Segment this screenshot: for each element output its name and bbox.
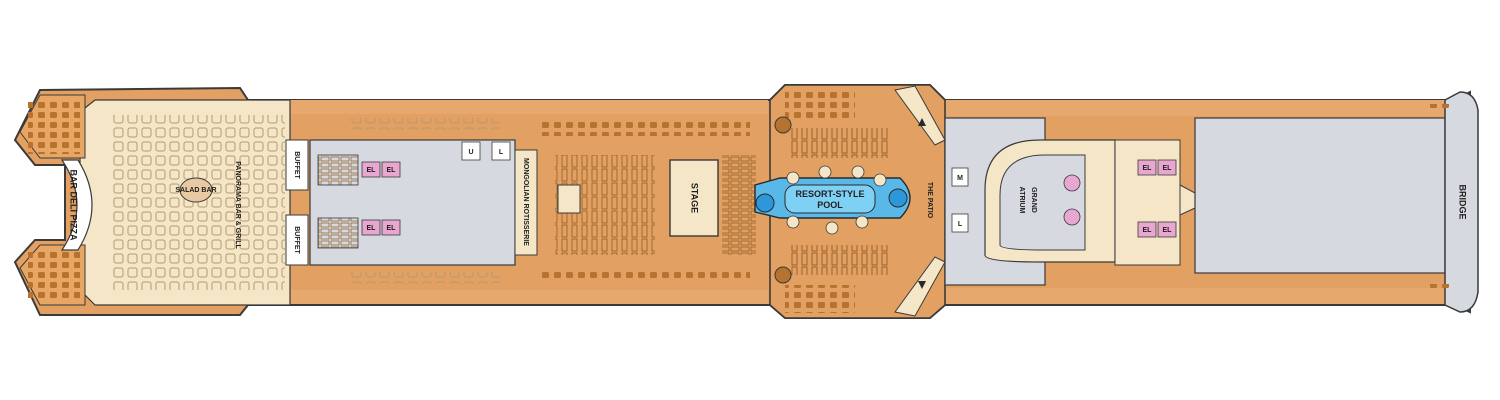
arrow-down-icon (918, 281, 926, 289)
pool-loungers-bottom (785, 285, 855, 313)
midship-loungers-top (540, 122, 750, 136)
svg-text:EL: EL (387, 225, 397, 232)
fwd-elevators: EL EL EL EL (1137, 159, 1177, 238)
svg-text:EL: EL (367, 225, 377, 232)
aft-stairs-bottom (317, 217, 359, 249)
svg-text:EL: EL (1143, 165, 1153, 172)
svg-text:EL: EL (1163, 227, 1173, 234)
restroom-m-label: M (957, 175, 963, 182)
pool-label-line2: POOL (817, 200, 843, 210)
salad-bar-label: SALAD BAR (175, 187, 216, 194)
aft-tables-row-bottom (350, 272, 500, 284)
deck-walkway-top (248, 100, 768, 114)
buffet-counter-bottom (285, 214, 309, 266)
grand-atrium[interactable] (999, 154, 1086, 251)
pool-loungers-top (785, 90, 855, 120)
salad-bar (179, 177, 213, 203)
deck-walkway-bottom-fwd (945, 288, 1455, 304)
the-patio-label: THE PATIO (926, 182, 933, 219)
restroom-l-fwd (951, 213, 969, 233)
aft-elevators: EL EL EL EL (361, 161, 401, 236)
svg-text:EL: EL (1163, 165, 1173, 172)
whirlpool-fwd[interactable] (888, 188, 908, 208)
bar-deli-pizza-label: BAR DELI PIZZA (69, 170, 79, 241)
stage-side-seating (722, 155, 756, 255)
mongolian-rotisserie-label: MONGOLIAN ROTISSERIE (522, 158, 529, 246)
fwd-railing-top (1430, 104, 1450, 112)
midship-loungers-bottom (540, 268, 750, 282)
aft-seating-bottom-tables (28, 250, 80, 302)
pool-deck-feature-top (774, 116, 792, 134)
fwd-elevator-core (1114, 139, 1181, 266)
grand-atrium-label-line1: GRAND (1030, 187, 1037, 213)
arrow-up-icon (918, 118, 926, 126)
restroom-u (461, 141, 481, 161)
mongolian-rotisserie (514, 149, 538, 256)
grand-atrium-label-line2: ATRIUM (1018, 187, 1025, 214)
whirlpool-aft[interactable] (755, 193, 775, 213)
buffet-top-label: BUFFET (293, 151, 300, 179)
pool-loungers-top-row (790, 128, 890, 158)
buffet-bottom-label: BUFFET (293, 226, 300, 254)
bridge[interactable] (1444, 91, 1479, 313)
atrium-glass-elevators (1063, 174, 1081, 226)
aft-seating-top-tables (28, 102, 80, 154)
midship-screen (557, 184, 581, 214)
stage-label: STAGE (690, 183, 700, 213)
restroom-u-label: U (468, 149, 473, 156)
fwd-railing-bottom (1430, 284, 1450, 292)
panorama-bar-grill-label: PANORAMA BAR & GRILL (234, 161, 241, 249)
deck-walkway-bottom (248, 290, 768, 304)
pool-umbrellas (786, 165, 887, 235)
svg-text:EL: EL (1143, 227, 1153, 234)
resort-style-pool-inner (784, 184, 876, 214)
aft-tables-row-top (350, 118, 500, 130)
deck-walkway-top-fwd (945, 100, 1455, 116)
dining-tables (110, 115, 285, 290)
pool-label-line1: RESORT-STYLE (795, 189, 864, 199)
svg-text:EL: EL (367, 167, 377, 174)
bar-deli-pizza-counter (60, 159, 93, 251)
svg-text:EL: EL (387, 167, 397, 174)
bridge-label: BRIDGE (1458, 184, 1468, 219)
restroom-l-fwd-label: L (958, 221, 963, 228)
buffet-counter-top (285, 139, 309, 191)
stage (669, 159, 719, 237)
pool-loungers-bottom-row (790, 245, 890, 275)
aft-stairs-top (317, 154, 359, 186)
restroom-m (951, 167, 969, 187)
restroom-l-aft-label: L (499, 149, 504, 156)
pool-deck-feature-bottom (774, 266, 792, 284)
restroom-l-aft (491, 141, 511, 161)
fwd-open-area (1194, 117, 1446, 274)
